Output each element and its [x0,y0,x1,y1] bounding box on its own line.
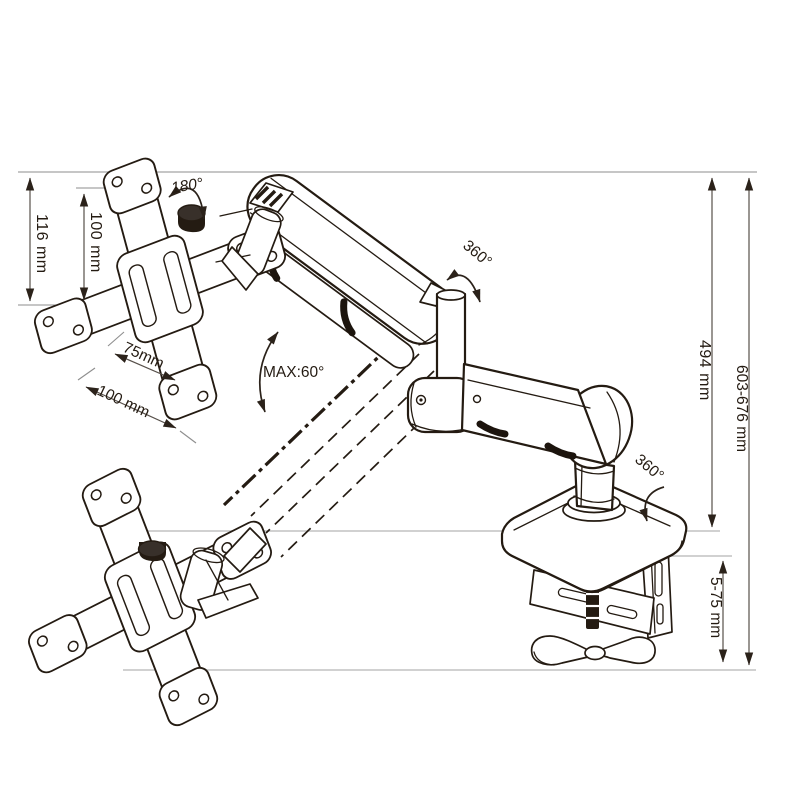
label-height-494: 494 mm [696,340,713,401]
vesa-plate-upper [3,117,317,461]
dim-line-100-diagonal [85,386,177,429]
label-clamp-range: 5-75 mm [707,577,724,638]
label-swivel-360-base: 360° [631,451,666,485]
label-plate-height: 116 mm [33,214,50,274]
forearm-link [460,362,634,470]
dim-line-75-diagonal [114,353,176,381]
lower-head-joint [137,527,267,619]
swivel-arrow-upper [446,269,481,303]
label-height-603-676: 603-676 mm [733,365,750,452]
label-swivel-360-upper: 360° [459,237,494,271]
tilt-arrow-max60 [256,331,279,413]
vesa-plate-lower [0,417,314,777]
swivel-arrow-base [639,486,665,522]
label-vesa-100: 100 mm [94,382,152,421]
label-vesa-vertical: 100 mm [87,212,104,273]
label-tilt-max60: MAX:60° [263,364,324,381]
label-rotation-180: 180° [170,175,204,197]
dimension-lines [25,177,754,666]
rotation-arrow-180 [168,185,207,220]
